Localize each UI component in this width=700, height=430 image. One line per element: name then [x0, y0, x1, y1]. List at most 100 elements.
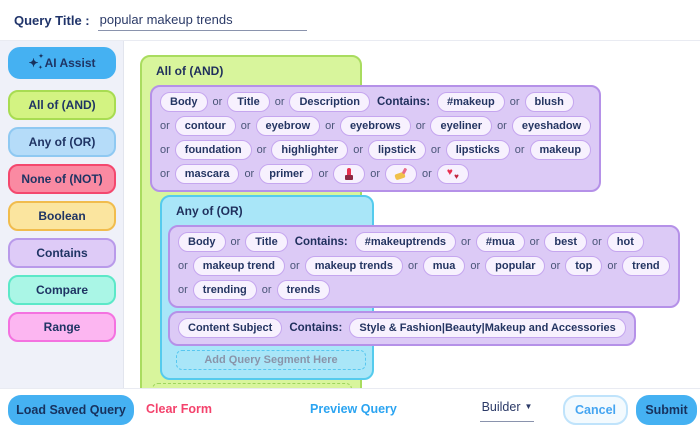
or-connector: or	[160, 144, 170, 156]
or-connector: or	[529, 236, 540, 248]
lipstick-icon	[343, 168, 355, 181]
query-term-pill[interactable]: makeup trend	[192, 256, 285, 276]
query-term-pill[interactable]: eyeshadow	[511, 116, 592, 136]
mode-dropdown[interactable]: Builder▼	[480, 400, 534, 422]
query-term-pill[interactable]: mua	[422, 256, 466, 276]
query-row: Content Subject Contains: Style & Fashion|…	[178, 318, 626, 338]
block-palette-sidebar: ✦ AI Assist All of (AND) Any of (OR) None …	[0, 41, 124, 388]
or-connector: or	[607, 260, 618, 272]
or-connector: or	[514, 144, 525, 156]
mode-dropdown-value: Builder	[481, 400, 521, 414]
sidebar-item-contains[interactable]: Contains	[8, 238, 116, 268]
or-connector: or	[178, 260, 188, 272]
or-connector: or	[470, 260, 481, 272]
query-term-pill[interactable]: trending	[192, 280, 257, 300]
query-term-pill[interactable]: mascara	[174, 164, 240, 184]
or-connector: or	[256, 144, 267, 156]
query-term-pill[interactable]: top	[565, 256, 603, 276]
query-term-pill[interactable]	[385, 164, 418, 184]
query-term-pill[interactable]: trend	[622, 256, 670, 276]
contains-operator-label: Contains:	[289, 322, 343, 334]
query-term-pill[interactable]: makeup	[529, 140, 592, 160]
nail-polish-icon	[395, 168, 407, 180]
query-term-pill[interactable]: highlighter	[271, 140, 349, 160]
contains-operator-label: Contains:	[294, 236, 348, 248]
or-connector: or	[353, 144, 363, 156]
palette-item-list: All of (AND) Any of (OR) None of (NOT) Bool…	[8, 90, 123, 342]
or-connector: or	[240, 120, 251, 132]
submit-button[interactable]: Submit	[636, 395, 697, 425]
query-term-pill[interactable]: contour	[174, 116, 236, 136]
query-term-pill[interactable]: Description	[289, 92, 370, 112]
or-connector: or	[160, 120, 170, 132]
query-term-pill[interactable]: eyebrows	[339, 116, 411, 136]
action-footer: Load Saved Query Clear Form Preview Quer…	[0, 388, 700, 430]
sidebar-item-any-of-or[interactable]: Any of (OR)	[8, 127, 116, 157]
clear-form-link[interactable]: Clear Form	[146, 402, 212, 416]
query-term-pill[interactable]: eyeliner	[430, 116, 493, 136]
add-query-segment-dropzone[interactable]: Add Query Segment Here	[176, 350, 366, 370]
or-connector: or	[550, 260, 561, 272]
query-term-pill[interactable]: Title	[245, 232, 288, 252]
query-term-pill[interactable]: hot	[606, 232, 644, 252]
sidebar-item-compare[interactable]: Compare	[8, 275, 116, 305]
sidebar-item-range[interactable]: Range	[8, 312, 116, 342]
or-connector: or	[178, 284, 188, 296]
sidebar-item-boolean[interactable]: Boolean	[8, 201, 116, 231]
cancel-button[interactable]: Cancel	[563, 395, 628, 425]
or-connector: or	[591, 236, 602, 248]
query-term-pill[interactable]: Content Subject	[178, 318, 283, 338]
query-title-bar: Query Title :	[0, 0, 700, 41]
content-subject-condition-block[interactable]: Content Subject Contains: Style & Fashion|…	[168, 311, 636, 346]
ai-assist-button[interactable]: ✦ AI Assist	[8, 47, 116, 79]
or-connector: or	[370, 168, 381, 180]
query-term-pill[interactable]: primer	[259, 164, 314, 184]
query-title-input[interactable]	[97, 9, 307, 31]
query-term-pill[interactable]: Body	[178, 232, 226, 252]
query-builder-body: ✦ AI Assist All of (AND) Any of (OR) None …	[0, 41, 700, 413]
query-title-label: Query Title :	[14, 12, 90, 28]
kiss-icon	[447, 166, 459, 184]
preview-query-link[interactable]: Preview Query	[310, 402, 397, 416]
query-term-pill[interactable]: best	[544, 232, 587, 252]
or-connector: or	[422, 168, 432, 180]
load-saved-query-button[interactable]: Load Saved Query	[8, 395, 134, 425]
query-term-pill[interactable]: trends	[276, 280, 331, 300]
query-term-pill[interactable]	[333, 164, 366, 184]
or-connector: or	[230, 236, 241, 248]
or-group-title: Any of (OR)	[176, 204, 243, 218]
or-connector: or	[415, 120, 426, 132]
query-term-pill[interactable]	[436, 164, 469, 184]
sidebar-item-all-of-and[interactable]: All of (AND)	[8, 90, 116, 120]
or-connector: or	[430, 144, 441, 156]
query-term-pill[interactable]: Body	[160, 92, 208, 112]
query-term-pill[interactable]: #makeup	[437, 92, 505, 112]
sidebar-item-none-of-not[interactable]: None of (NOT)	[8, 164, 116, 194]
query-term-pill[interactable]: blush	[524, 92, 574, 112]
or-connector: or	[461, 236, 471, 248]
query-term-pill[interactable]: popular	[485, 256, 546, 276]
query-term-pill[interactable]: eyebrow	[255, 116, 321, 136]
query-term-pill[interactable]: makeup trends	[304, 256, 403, 276]
or-connector: or	[274, 96, 285, 108]
query-term-pill[interactable]: Style & Fashion|Beauty|Makeup and Access…	[349, 318, 626, 338]
or-connector: or	[497, 120, 507, 132]
or-connector: or	[160, 168, 170, 180]
query-term-pill[interactable]: lipstick	[368, 140, 426, 160]
query-term-pill[interactable]: lipsticks	[445, 140, 510, 160]
query-term-pill[interactable]: Title	[227, 92, 270, 112]
query-term-pill[interactable]: foundation	[174, 140, 252, 160]
query-term-pill[interactable]: #mua	[475, 232, 525, 252]
or-connector: or	[212, 96, 223, 108]
query-term-pill[interactable]: #makeuptrends	[354, 232, 457, 252]
